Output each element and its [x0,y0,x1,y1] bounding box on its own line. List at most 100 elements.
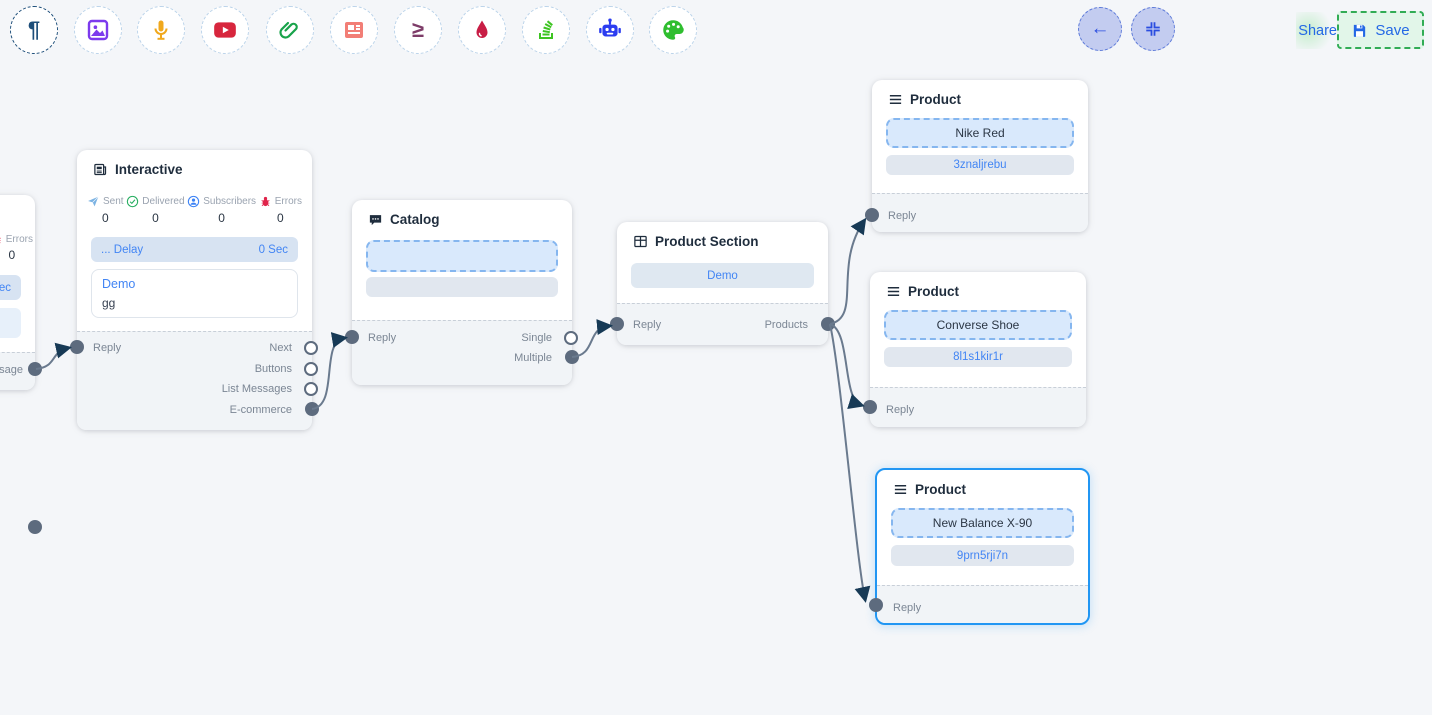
stat-subscribers: Subscribers 0 [187,195,256,225]
output-port-message[interactable] [28,520,42,534]
input-label: Reply [93,342,122,354]
condition-block-button[interactable]: ≥ [394,6,442,54]
bars-icon [887,287,900,296]
product-name: New Balance X-90 [932,516,1033,530]
drip-block-button[interactable] [458,6,506,54]
attachment-block-button[interactable] [266,6,314,54]
stat-value: 0 [8,248,16,262]
paperclip-icon [279,21,298,39]
retailer-id: 8l1s1kir1r [953,351,1003,363]
node-title: Interactive [115,162,183,177]
output-port-ecommerce[interactable] [305,402,319,416]
edge-products-to-product1 [829,217,867,325]
back-button[interactable]: ← [1078,7,1122,51]
stat-value: 0 [101,211,109,225]
node-product-section[interactable]: Product Section Demo Reply Products [610,222,835,345]
text-block-button[interactable]: ¶ [10,6,58,54]
catalog-picker[interactable] [366,240,558,272]
share-label: Share [1298,22,1337,39]
stat-errors: Errors 0 [259,195,302,225]
node-header: Catalog [368,212,440,227]
body-text: gg [102,296,116,310]
product-name: Converse Shoe [936,318,1020,332]
input-port-reply[interactable] [865,208,879,222]
section-name-bar[interactable]: Demo [631,263,814,288]
block-toolbar: ¶ [0,0,1432,60]
node-title: Product [908,284,960,299]
output-port-next[interactable] [304,341,318,355]
message-preview[interactable] [0,308,21,338]
delay-row[interactable]: 0 Sec [0,275,21,300]
node-interactive[interactable]: Interactive Sent 0 [70,150,319,430]
save-floppy-icon [1354,24,1366,37]
bars-icon [889,95,902,104]
image-block-button[interactable] [74,6,122,54]
retailer-id: 3znaljrebu [953,159,1007,171]
output-port-buttons[interactable] [304,362,318,376]
input-port-reply[interactable] [70,340,84,354]
video-block-button[interactable] [201,6,249,54]
input-label: Reply [368,332,397,344]
stack-icon [539,20,553,39]
delay-value: 0 Sec [0,281,11,294]
node-header: Interactive [93,162,183,177]
bug-icon [0,237,1,244]
share-button-clipped[interactable]: Share [1296,12,1337,49]
save-button[interactable]: Save [1337,11,1424,49]
input-port-reply[interactable] [345,330,359,344]
palette-icon [663,20,684,40]
input-port-reply[interactable] [610,317,624,331]
output-label: Buttons [254,363,292,375]
output-port-list-messages[interactable] [304,382,318,396]
node-title: Product [915,482,967,497]
node-message-partial[interactable]: Errors 0 0 Sec Message [0,195,42,534]
product-picker[interactable]: Nike Red [886,118,1074,148]
user-circle-icon [188,195,200,208]
sequence-block-button[interactable] [522,6,570,54]
stat-value: 0 [277,211,284,225]
output-port-single[interactable] [564,331,578,345]
output-label: Next [269,342,292,354]
retailer-id-bar: 9prn5rji7n [891,545,1074,566]
retailer-id-bar: 8l1s1kir1r [884,347,1072,367]
stat-errors: Errors 0 [0,233,33,262]
node-product-2[interactable]: Product Converse Shoe 8l1s1kir1r Reply [863,272,1086,427]
catalog-icon [369,215,382,226]
node-footer: Reply Products [617,303,828,345]
stat-value: 0 [218,211,225,225]
pilcrow-icon: ¶ [27,17,41,42]
node-title: Product Section [655,234,759,249]
node-product-3[interactable]: Product New Balance X-90 9prn5rji7n Repl… [869,468,1090,625]
input-port-reply[interactable] [869,598,883,612]
output-port-multiple[interactable] [565,350,579,364]
delay-label: ... Delay [101,243,144,256]
catalog-id-bar [366,277,558,297]
node-product-1[interactable]: Product Nike Red 3znaljrebu Reply [865,80,1088,232]
bot-block-button[interactable] [586,6,634,54]
node-footer: Reply Single Multiple [352,320,572,385]
edge-products-to-product3 [829,323,871,603]
stat-value: 0 [152,211,159,225]
output-port-message-dot[interactable] [28,362,42,376]
theme-block-button[interactable] [649,6,697,54]
template-block-button[interactable] [330,6,378,54]
audio-block-button[interactable] [137,6,185,54]
delay-row[interactable]: ... Delay 0 Sec [91,237,298,262]
product-name: Nike Red [955,126,1005,140]
check-circle-icon [127,195,139,208]
node-footer: Reply [872,193,1088,232]
output-port-products[interactable] [821,317,835,331]
input-port-reply[interactable] [863,400,877,414]
retailer-id: 9prn5rji7n [956,549,1009,562]
newspaper-icon [345,22,363,38]
node-footer: Reply [877,585,1088,623]
node-catalog[interactable]: Catalog Reply Single Multiple [345,200,579,385]
greater-equal-icon: ≥ [411,17,425,42]
fit-view-button[interactable] [1131,7,1175,51]
stat-label: Subscribers [203,196,257,207]
message-body[interactable]: Demo gg [91,269,298,318]
table-icon [634,235,647,248]
product-picker[interactable]: New Balance X-90 [891,508,1074,538]
product-picker[interactable]: Converse Shoe [884,310,1072,340]
